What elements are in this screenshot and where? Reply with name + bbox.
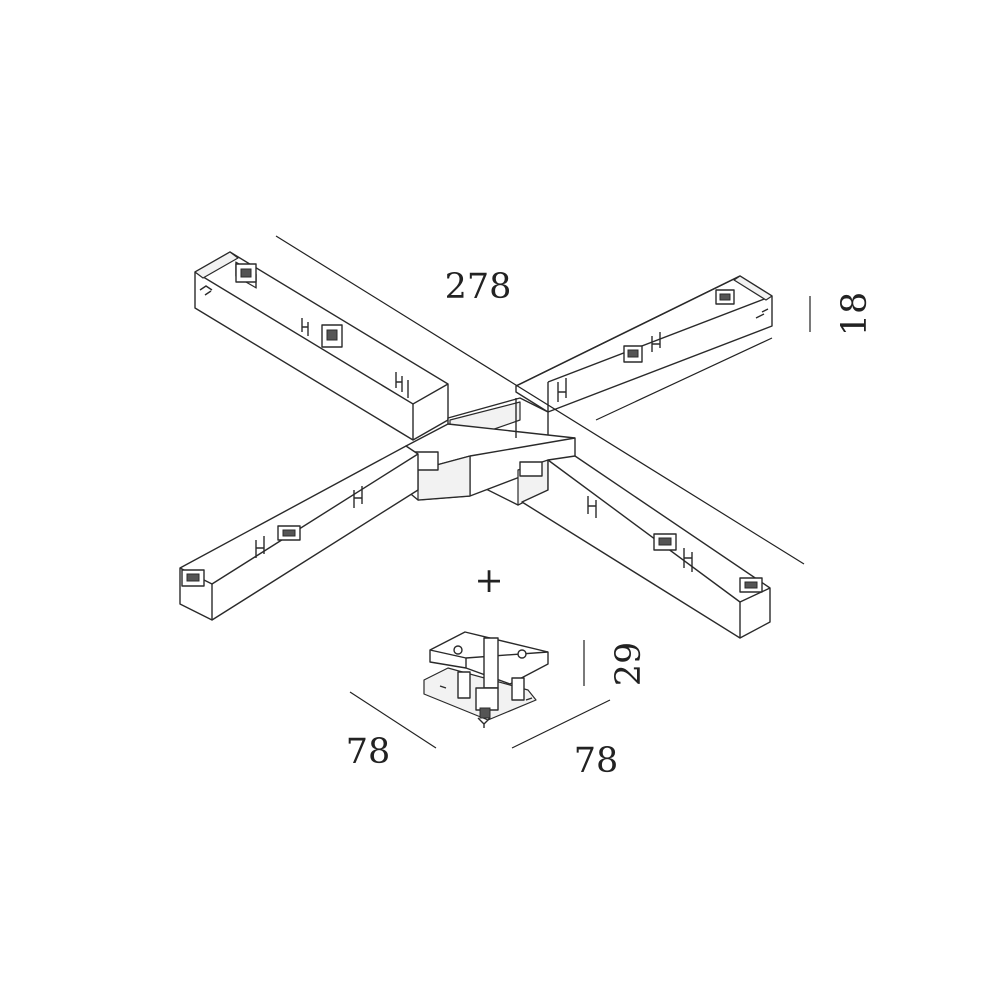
rail-clip-6 xyxy=(277,525,301,541)
rail-clip-7 xyxy=(653,533,677,551)
dimension-label-connector-height: 29 xyxy=(609,642,649,687)
plus-symbol: + xyxy=(474,561,503,601)
rail-bottom-right xyxy=(521,455,771,639)
cross-connector-part xyxy=(423,631,549,728)
dimension-label-height: 18 xyxy=(835,292,875,337)
cross-track-assembly xyxy=(179,251,773,639)
rail-top-right xyxy=(515,275,773,413)
dimension-line-connector-right xyxy=(511,699,611,749)
rail-top-left xyxy=(194,251,449,441)
dimension-extension-length xyxy=(595,337,773,421)
rail-clip-5 xyxy=(181,569,205,587)
rail-bottom-left xyxy=(179,445,419,621)
rail-clip-2 xyxy=(321,324,343,348)
dimension-line-length xyxy=(275,235,805,565)
junction-block xyxy=(405,397,576,506)
dimension-lines xyxy=(275,235,811,749)
dimension-line-connector-left xyxy=(349,691,437,749)
dimension-label-connector-right: 78 xyxy=(574,741,619,781)
dimension-label-length: 278 xyxy=(445,267,512,307)
dimension-label-connector-left: 78 xyxy=(346,732,391,772)
rail-clip-3 xyxy=(715,289,735,305)
rail-clip-1 xyxy=(235,263,257,283)
rail-clip-8 xyxy=(739,577,763,593)
rail-clip-4 xyxy=(623,345,643,363)
